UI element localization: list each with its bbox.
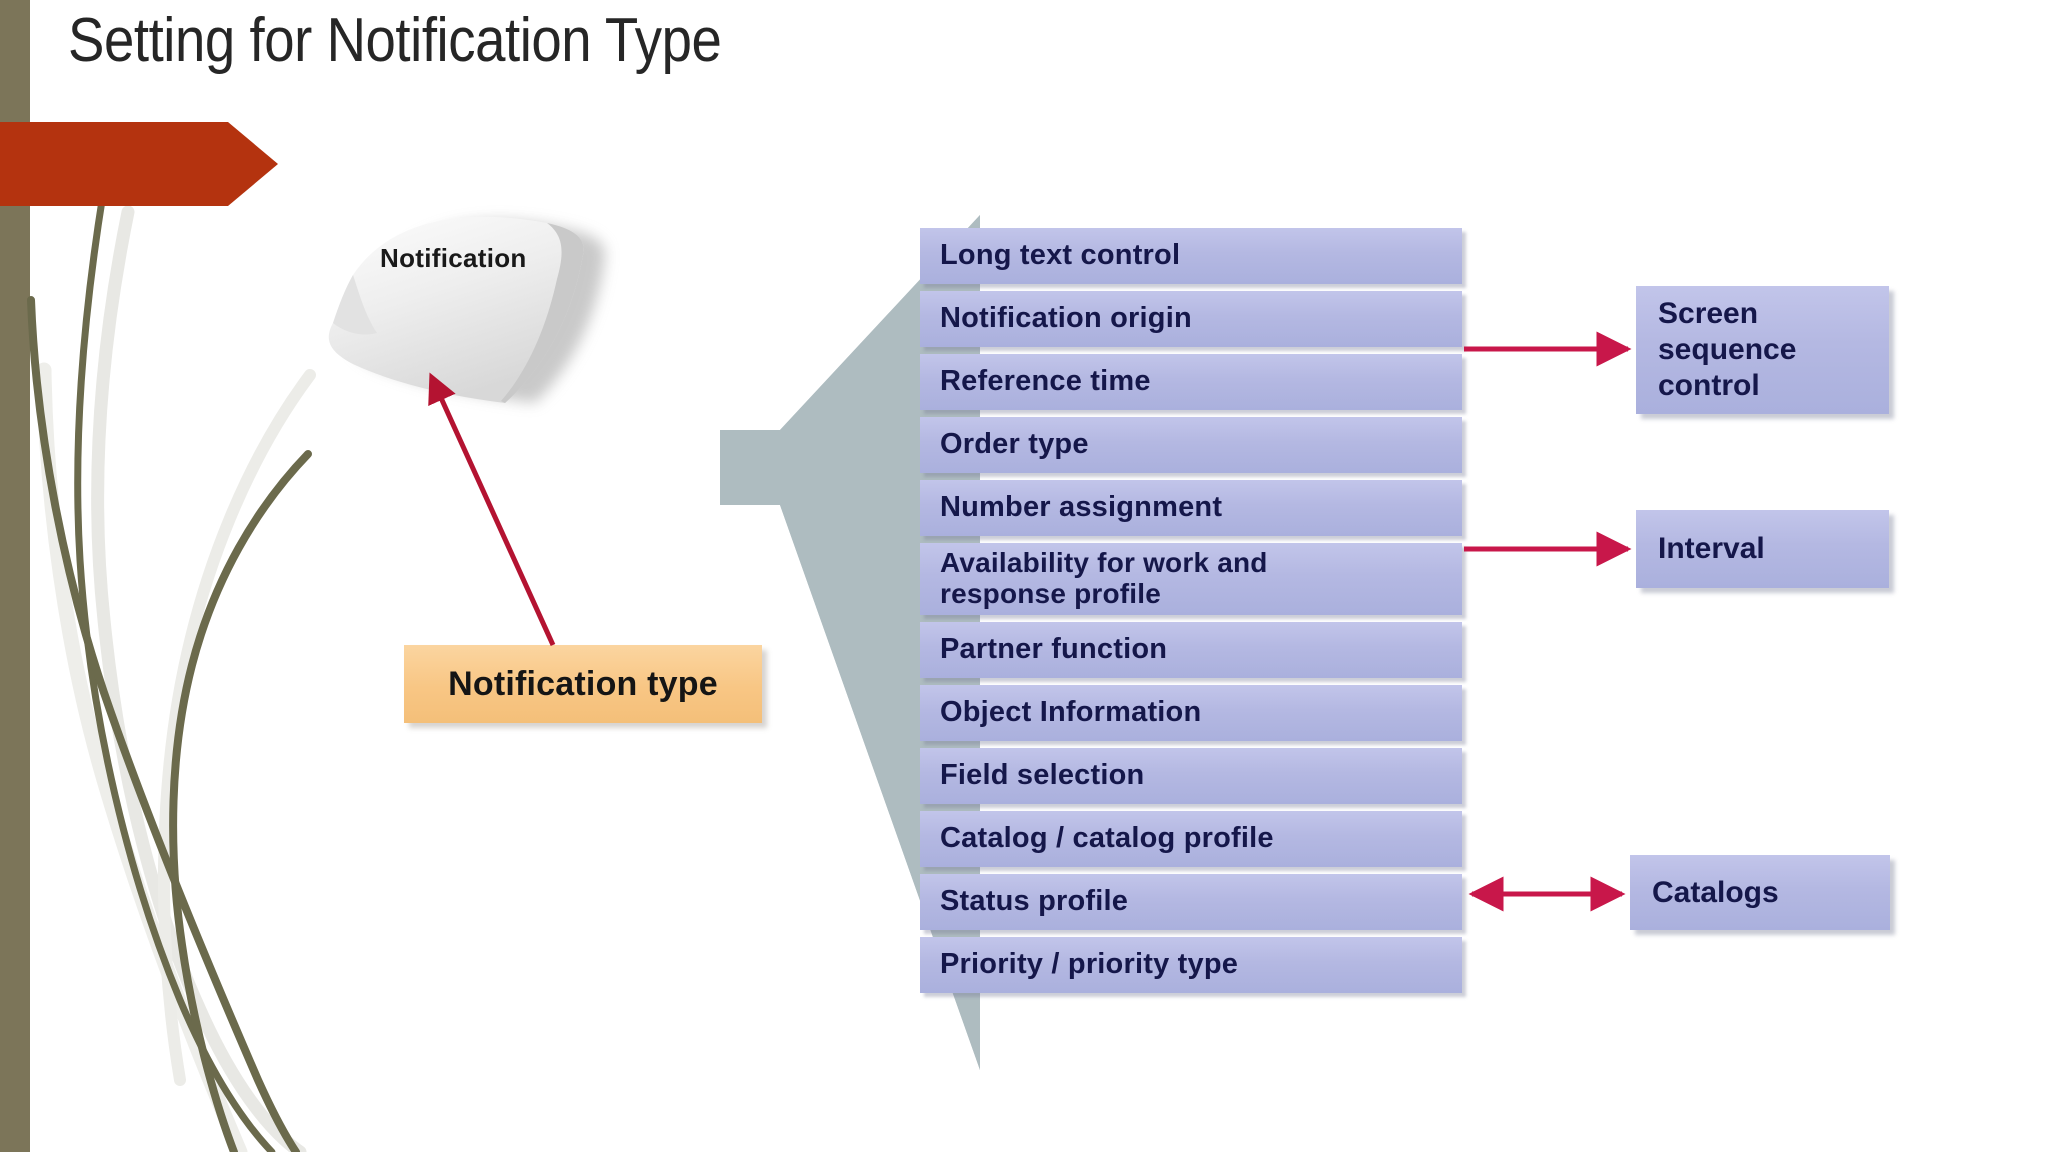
target-catalogs[interactable]: Catalogs bbox=[1630, 855, 1890, 930]
setting-reference-time[interactable]: Reference time bbox=[920, 354, 1462, 410]
page-title: Setting for Notification Type bbox=[68, 6, 722, 75]
setting-number-assignment[interactable]: Number assignment bbox=[920, 480, 1462, 536]
setting-label: Status profile bbox=[940, 885, 1129, 918]
setting-partner-function[interactable]: Partner function bbox=[920, 622, 1462, 678]
setting-label: Catalog / catalog profile bbox=[940, 822, 1274, 855]
setting-availability-response-profile[interactable]: Availability for work and response profi… bbox=[920, 543, 1462, 615]
setting-catalog-catalog-profile[interactable]: Catalog / catalog profile bbox=[920, 811, 1462, 867]
setting-object-information[interactable]: Object Information bbox=[920, 685, 1462, 741]
notification-paper-label: Notification bbox=[380, 243, 527, 273]
setting-label: Reference time bbox=[940, 365, 1151, 398]
setting-notification-origin[interactable]: Notification origin bbox=[920, 291, 1462, 347]
setting-label: Priority / priority type bbox=[940, 948, 1239, 981]
setting-label: Availability for work and response profi… bbox=[940, 547, 1268, 609]
setting-long-text-control[interactable]: Long text control bbox=[920, 228, 1462, 284]
target-screen-sequence-control[interactable]: Screen sequence control bbox=[1636, 286, 1889, 414]
notification-paper: Notification bbox=[325, 205, 685, 435]
target-label: Catalogs bbox=[1652, 875, 1779, 909]
setting-priority-priority-type[interactable]: Priority / priority type bbox=[920, 937, 1462, 993]
target-label: Screen sequence control bbox=[1658, 297, 1797, 402]
target-interval[interactable]: Interval bbox=[1636, 510, 1889, 588]
paper-sheet-icon bbox=[328, 210, 594, 403]
setting-field-selection[interactable]: Field selection bbox=[920, 748, 1462, 804]
setting-status-profile[interactable]: Status profile bbox=[920, 874, 1462, 930]
settings-list: Long text control Notification origin Re… bbox=[920, 228, 1462, 1000]
setting-label: Field selection bbox=[940, 759, 1145, 792]
setting-label: Partner function bbox=[940, 633, 1168, 666]
setting-label: Notification origin bbox=[940, 302, 1192, 335]
notification-type-label: Notification type bbox=[448, 664, 718, 703]
setting-order-type[interactable]: Order type bbox=[920, 417, 1462, 473]
setting-label: Long text control bbox=[940, 239, 1181, 272]
setting-label: Order type bbox=[940, 428, 1089, 461]
red-chevron-banner bbox=[0, 122, 278, 206]
setting-label: Number assignment bbox=[940, 491, 1223, 524]
target-label: Interval bbox=[1658, 532, 1765, 565]
setting-label: Object Information bbox=[940, 696, 1202, 729]
notification-type-box[interactable]: Notification type bbox=[404, 645, 762, 723]
